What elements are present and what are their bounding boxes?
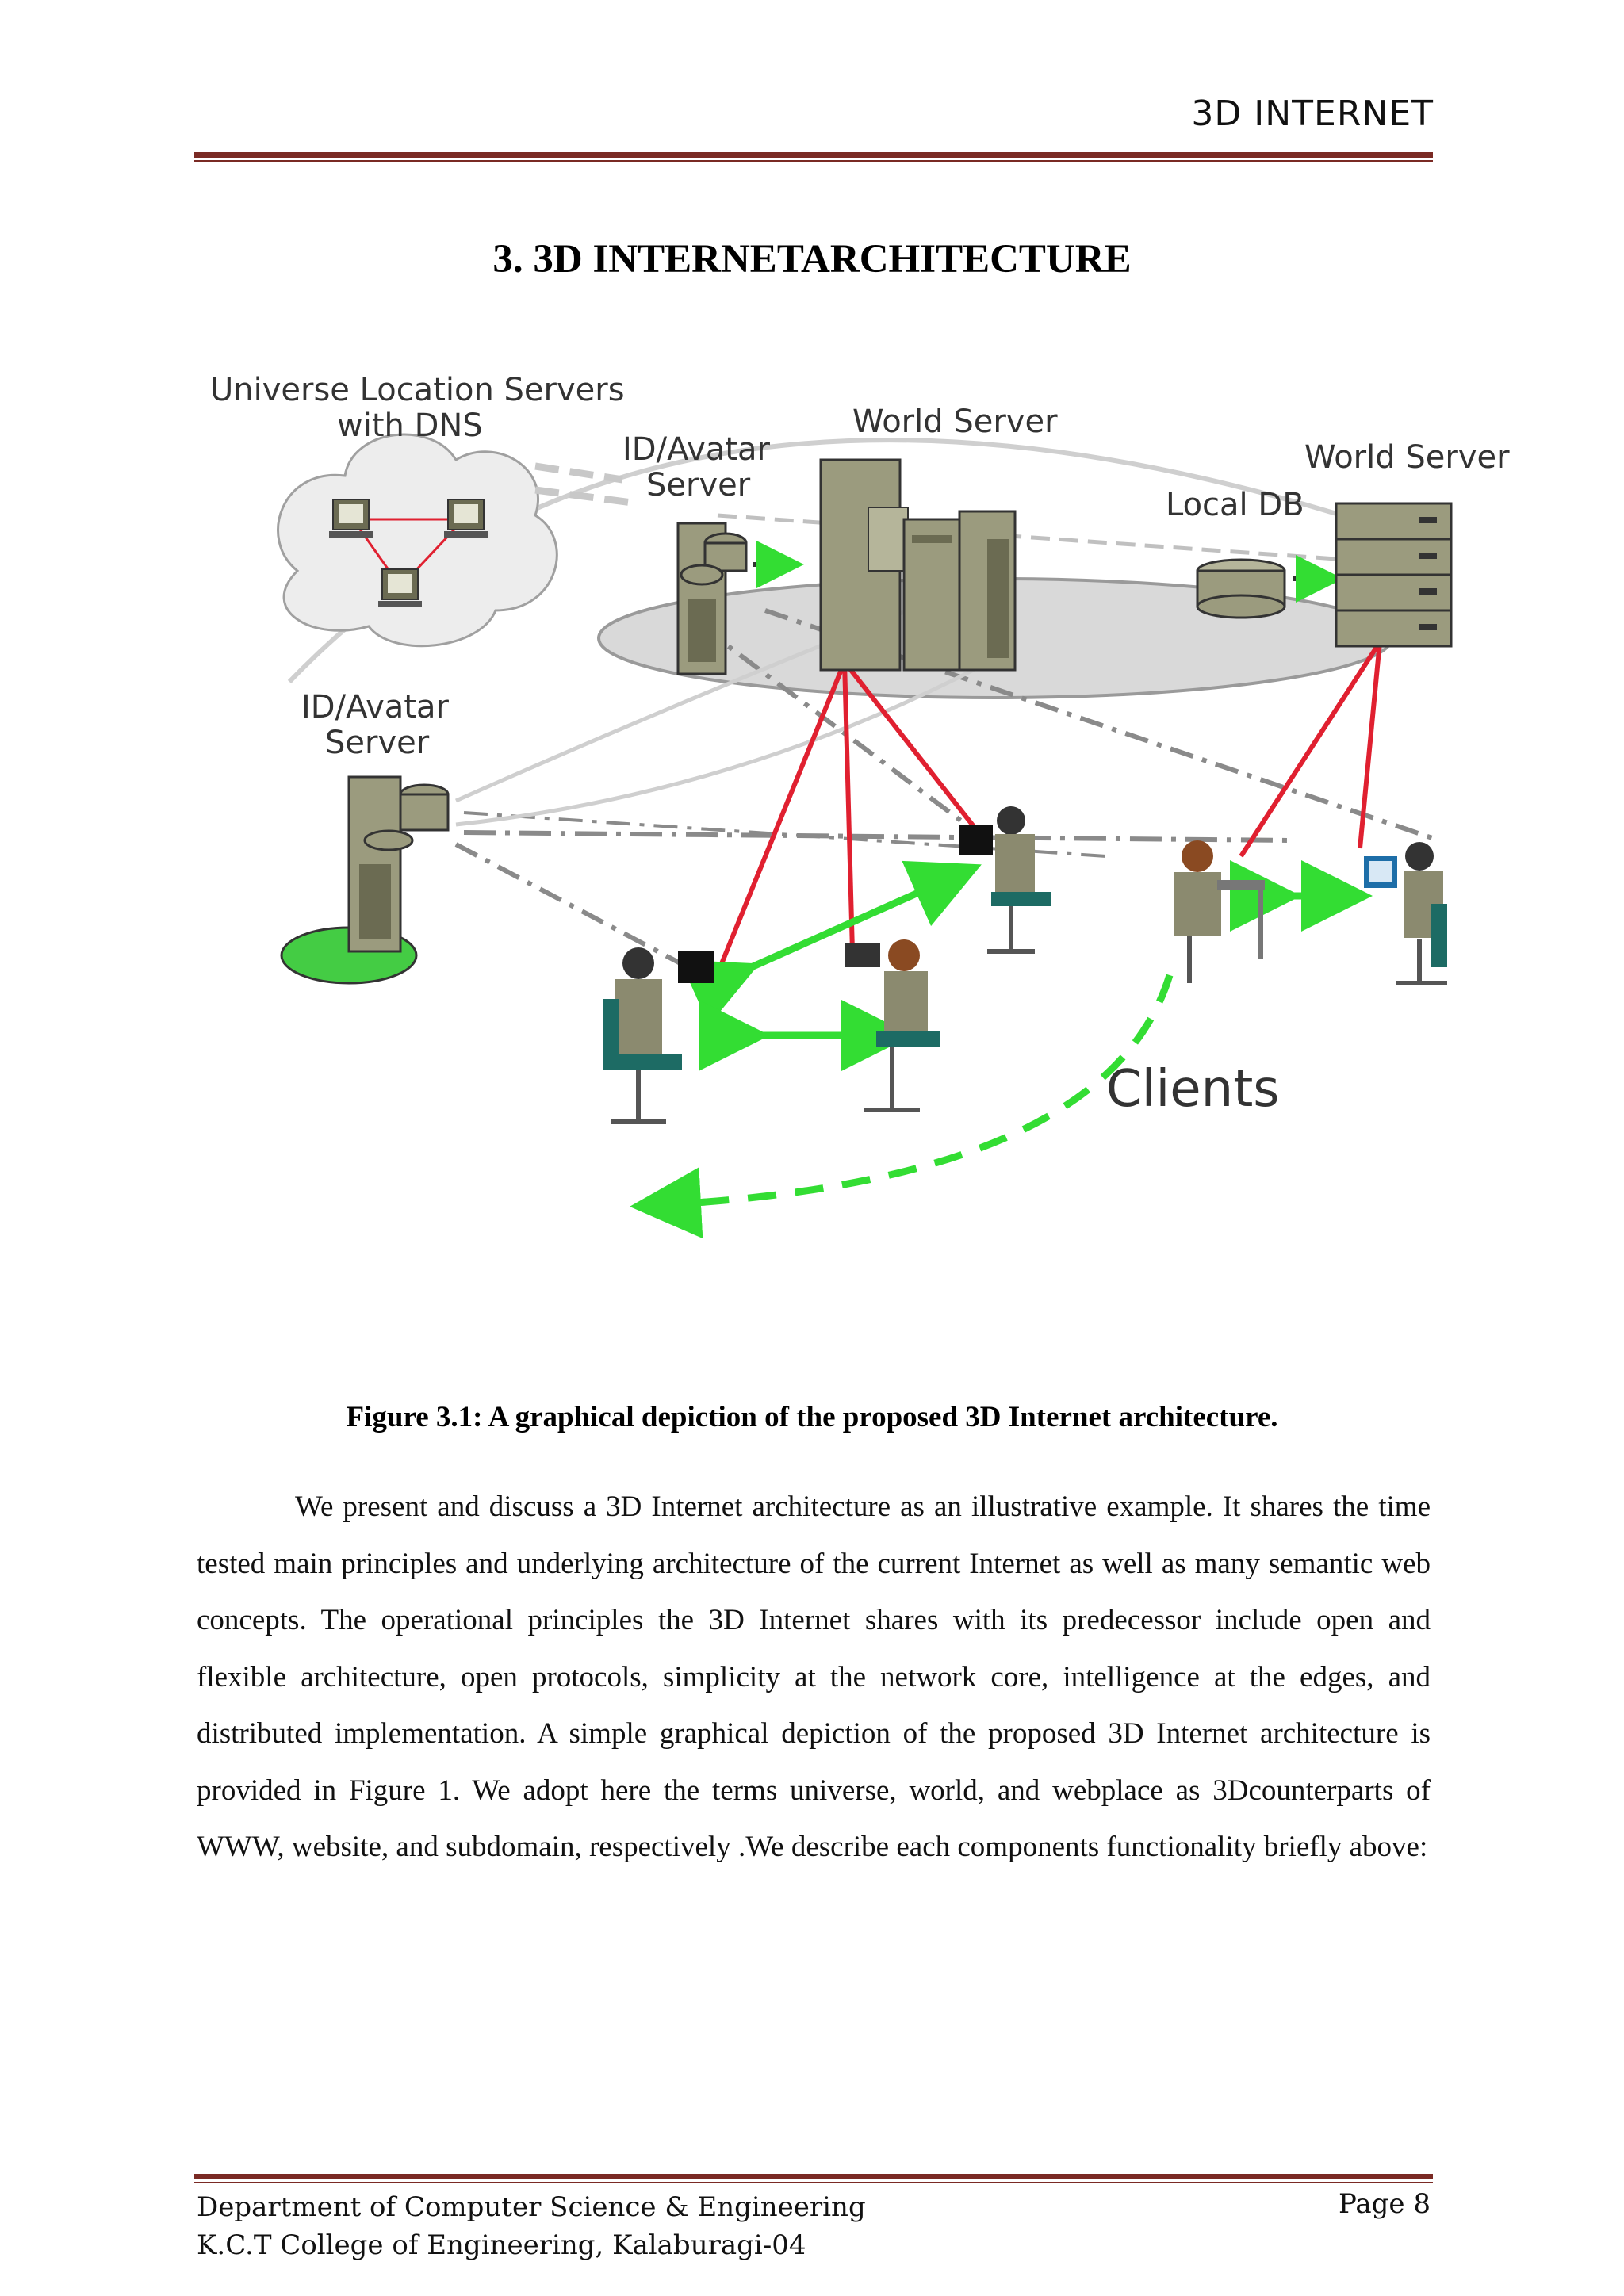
- world-server-center: [819, 458, 1017, 672]
- footer-left: Department of Computer Science & Enginee…: [197, 2188, 866, 2264]
- footer-college: K.C.T College of Engineering, Kalaburagi…: [197, 2229, 806, 2261]
- footer-rule: [194, 2174, 1433, 2183]
- label-world-server-center: World Server: [852, 404, 1058, 440]
- label-id-avatar-left-line2: Server: [325, 725, 430, 761]
- header-rule: [194, 152, 1433, 162]
- footer-page-number: Page 8: [1339, 2188, 1431, 2220]
- id-avatar-server-left: [280, 775, 450, 985]
- arc-left-server-2: [455, 648, 1013, 827]
- client-person: [603, 947, 714, 1124]
- dns-computer-icon: [378, 568, 422, 607]
- label-universe-servers-line2: with DNS: [337, 408, 483, 444]
- local-db-icon: [1196, 558, 1286, 619]
- footer-department: Department of Computer Science & Enginee…: [197, 2191, 866, 2223]
- label-clients: Clients: [1106, 1060, 1280, 1119]
- client-person: [959, 806, 1051, 954]
- client-dashed-arrow: [630, 974, 1174, 1239]
- id-avatar-server-top: [676, 522, 748, 675]
- dns-computer-icon: [329, 499, 373, 538]
- running-header: 3D INTERNET: [1191, 94, 1434, 134]
- label-world-server-right: World Server: [1304, 439, 1510, 476]
- dns-computer-icon: [444, 499, 488, 538]
- label-id-avatar-top-line2: Server: [646, 467, 751, 503]
- client-person: [1364, 842, 1447, 985]
- label-local-db: Local DB: [1166, 487, 1304, 523]
- architecture-figure: Universe Location Servers with DNS ID/Av…: [210, 372, 1510, 1239]
- body-paragraph: We present and discuss a 3D Internet arc…: [197, 1490, 1431, 1863]
- dns-cloud: [277, 433, 558, 648]
- world-server-right: [1335, 502, 1453, 648]
- label-universe-servers-line1: Universe Location Servers: [210, 372, 625, 408]
- chapter-title: 3. 3D INTERNETARCHITECTURE: [492, 237, 1132, 281]
- label-id-avatar-top-line1: ID/Avatar: [622, 431, 770, 468]
- label-id-avatar-left-line1: ID/Avatar: [301, 689, 449, 725]
- client-person: [845, 939, 940, 1112]
- client-person: [1174, 840, 1265, 983]
- figure-caption: Figure 3.1: A graphical depiction of the…: [346, 1401, 1278, 1433]
